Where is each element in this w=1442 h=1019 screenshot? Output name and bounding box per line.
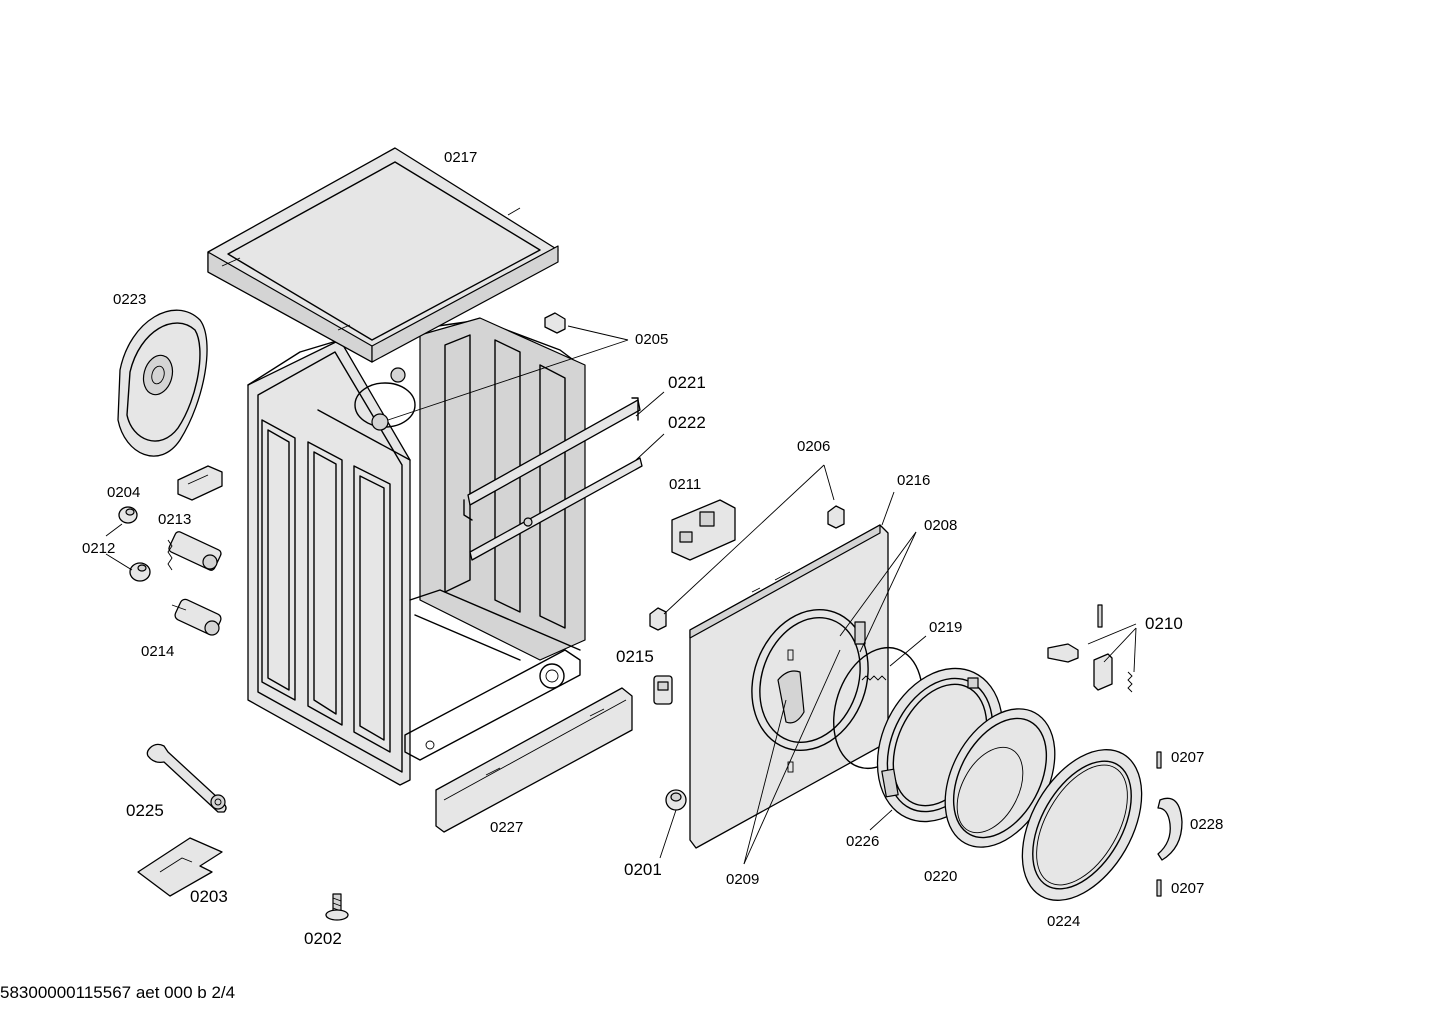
label-0225: 0225 <box>126 801 164 820</box>
label-0209: 0209 <box>726 871 759 888</box>
cross-brace-lower <box>469 457 643 561</box>
label-0219: 0219 <box>929 619 962 636</box>
label-0206: 0206 <box>797 438 830 455</box>
label-0220: 0220 <box>924 868 957 885</box>
label-0224: 0224 <box>1047 913 1080 930</box>
label-0203: 0203 <box>190 887 228 906</box>
foot-0204 <box>118 506 138 524</box>
label-0213: 0213 <box>158 511 191 528</box>
document-id-footer: 58300000115567 aet 000 b 2/4 <box>0 983 235 1002</box>
pin-0207-upper <box>1156 751 1162 769</box>
label-0210: 0210 <box>1145 614 1183 633</box>
label-0211: 0211 <box>669 476 701 493</box>
label-0201: 0201 <box>624 860 662 879</box>
label-0216: 0216 <box>897 472 930 489</box>
label-0227: 0227 <box>490 819 523 836</box>
label-0214: 0214 <box>141 643 174 660</box>
front-panel <box>689 524 889 849</box>
label-0226: 0226 <box>846 833 879 850</box>
cross-brace-upper <box>463 397 641 521</box>
label-0207-lower: 0207 <box>1171 880 1204 897</box>
label-0228: 0228 <box>1190 816 1223 833</box>
label-0221: 0221 <box>668 373 706 392</box>
plinth-panel-0227 <box>435 687 633 833</box>
hinge-set-0210 <box>1047 604 1133 693</box>
label-0202: 0202 <box>304 929 342 948</box>
worktop-lid <box>207 147 559 363</box>
door-outer-ring-0224 <box>1021 749 1143 901</box>
part-labels: 0217 0223 0205 0221 0222 0206 0216 0211 … <box>82 149 1223 948</box>
shock-absorber-0213 <box>167 531 222 571</box>
bracket-clamp <box>177 465 223 501</box>
foot-0212 <box>129 562 151 582</box>
label-0222: 0222 <box>668 413 706 432</box>
bolt-0202 <box>325 893 349 921</box>
foot-0201 <box>665 789 687 811</box>
latch-0215 <box>653 675 673 705</box>
levelling-shim-0203 <box>137 837 223 897</box>
label-0204: 0204 <box>107 484 140 501</box>
door-handle-0228 <box>1157 797 1183 861</box>
door-glass-0220 <box>944 708 1056 848</box>
spanner-0225 <box>146 743 227 813</box>
label-0208: 0208 <box>924 517 957 534</box>
door-lock-0211 <box>671 499 736 561</box>
label-0205: 0205 <box>635 331 668 348</box>
label-0217: 0217 <box>444 149 477 166</box>
hinge-clip-0206 <box>827 505 845 529</box>
rear-cover-plate <box>117 309 208 457</box>
shock-absorber-0214 <box>171 598 222 636</box>
leader-lines <box>105 325 1137 865</box>
hinge-clip-0206b <box>649 607 667 631</box>
cabinet-housing <box>247 317 586 786</box>
label-0212: 0212 <box>82 540 115 557</box>
clip-0205 <box>544 312 566 334</box>
label-0223: 0223 <box>113 291 146 308</box>
label-0215: 0215 <box>616 647 654 666</box>
label-0207-upper: 0207 <box>1171 749 1204 766</box>
pin-0207-lower <box>1156 879 1162 897</box>
